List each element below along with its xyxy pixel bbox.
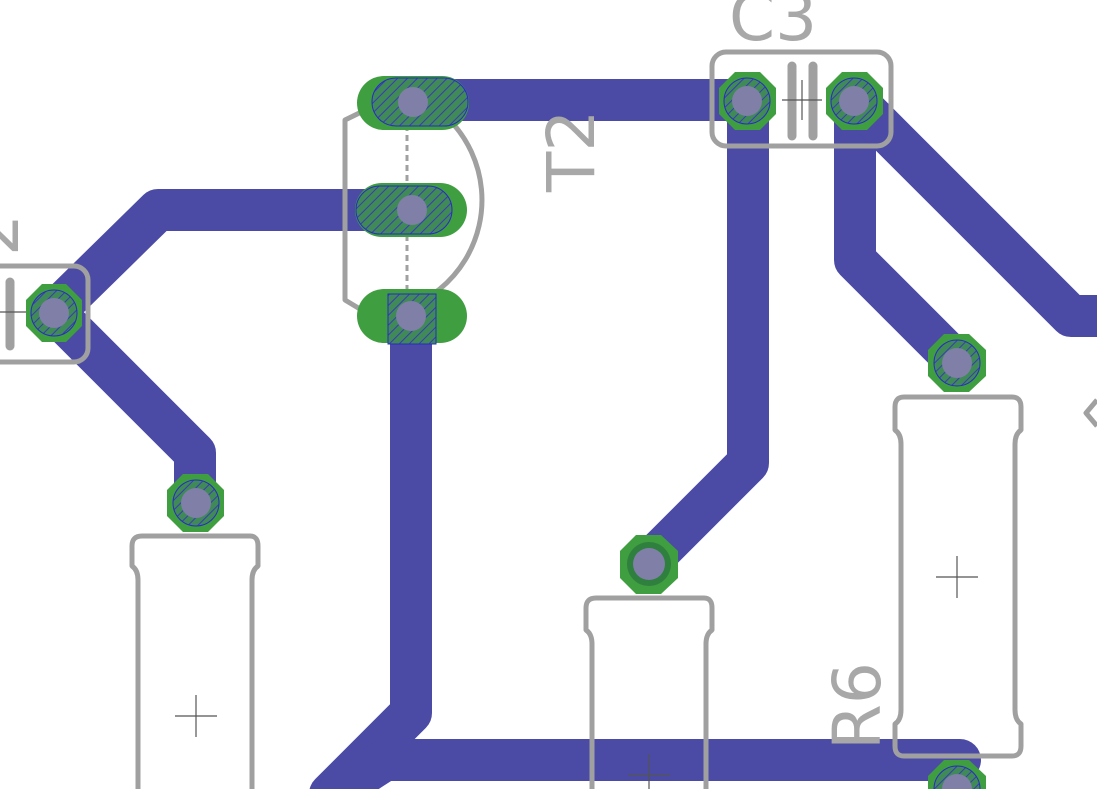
t2-pad-emitter [357, 289, 467, 345]
resistor-middle-origin [628, 754, 670, 789]
resistor-left-body [129, 533, 261, 789]
label-t2: T2 [533, 110, 610, 193]
trace-c3-right-offboard [834, 79, 1097, 337]
component-labels: C3 T2 R6 2 [0, 0, 896, 750]
label-left-part: 2 [0, 214, 34, 256]
trace-c3-down [629, 79, 769, 582]
label-r6: R6 [819, 662, 896, 750]
r6-body [892, 394, 1024, 759]
copper-traces [33, 79, 1097, 789]
trace-bottom [319, 739, 981, 789]
c3-outline [709, 49, 894, 149]
trace-t2-emitter-down [309, 295, 432, 789]
r6-pad-bottom [928, 760, 986, 789]
label-c3: C3 [729, 0, 817, 56]
left-part-outline [0, 263, 91, 365]
resistor-middle-pad-top [620, 535, 678, 594]
r6-origin [936, 556, 978, 598]
c3-pad-1 [719, 72, 776, 130]
r6-pad-top [928, 334, 986, 392]
t2-pad-collector [357, 76, 469, 130]
resistor-left-origin [175, 695, 217, 737]
silkscreen [0, 49, 1097, 789]
right-edge-partial-mark [1083, 398, 1097, 428]
left-part-pad [26, 284, 82, 342]
trace-c3-right-to-r6 [834, 79, 978, 383]
pads [26, 72, 986, 789]
t2-pad-base [355, 183, 467, 237]
trace-left-down [33, 291, 216, 522]
resistor-left-pad-top [167, 474, 224, 532]
trace-t2-base-left [33, 189, 434, 333]
c3-pad-2 [826, 72, 883, 130]
c3-origin [782, 80, 822, 120]
resistor-middle-body [583, 595, 715, 789]
